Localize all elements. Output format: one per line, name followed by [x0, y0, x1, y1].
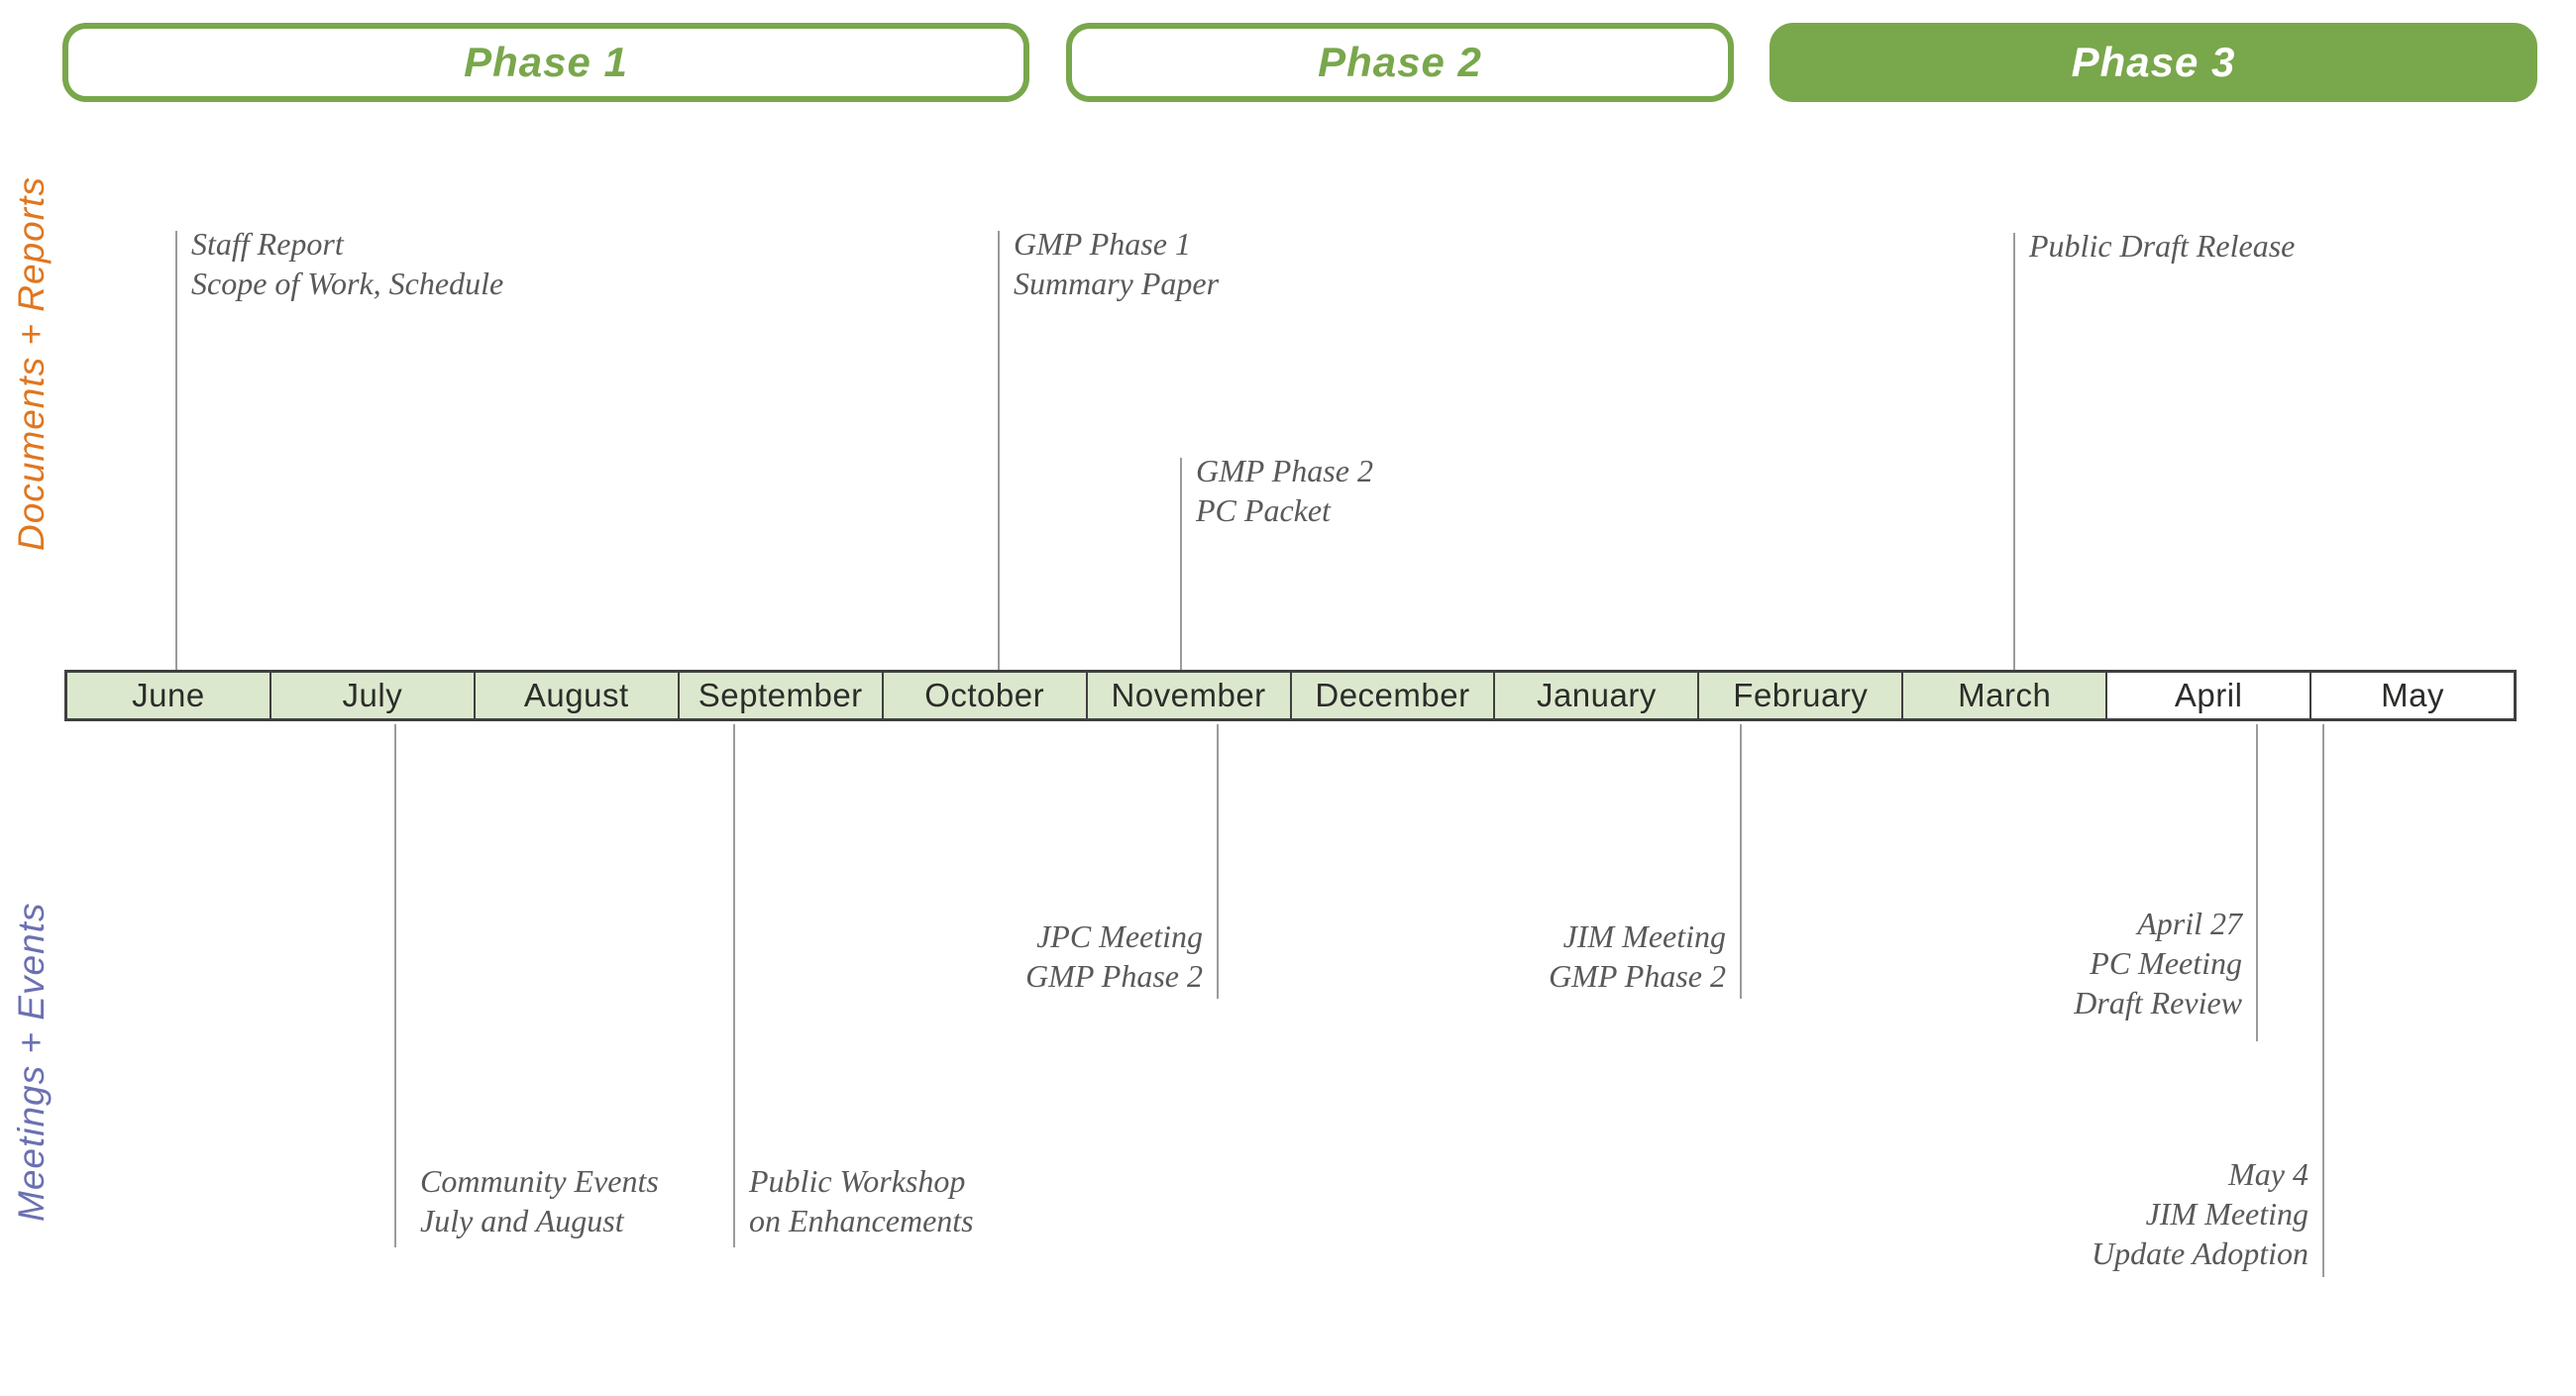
month-cell-june: June [67, 673, 271, 718]
event-line: Public Workshop [749, 1163, 966, 1199]
event-line: GMP Phase 2 [1196, 453, 1373, 488]
event-line: PC Meeting [2090, 945, 2242, 981]
doc-event-gmp-phase-1: GMP Phase 1 Summary Paper [1014, 224, 1219, 303]
event-line: Community Events [420, 1163, 659, 1199]
doc-event-public-draft-release: Public Draft Release [2029, 226, 2295, 266]
connector-community-events [394, 724, 396, 1247]
connector-gmp-phase-1 [998, 231, 1000, 670]
connector-may-4-jim-meeting [2322, 724, 2324, 1277]
month-cell-october: October [883, 673, 1088, 718]
event-line: July and August [420, 1203, 624, 1238]
event-line: May 4 [2228, 1156, 2308, 1192]
meeting-event-public-workshop: Public Workshop on Enhancements [749, 1161, 974, 1240]
meeting-event-jpc-meeting: JPC Meeting GMP Phase 2 [1025, 916, 1203, 996]
event-line: on Enhancements [749, 1203, 974, 1238]
meeting-event-may-4-jim-meeting: May 4 JIM Meeting Update Adoption [2092, 1154, 2308, 1273]
event-line: Update Adoption [2092, 1235, 2308, 1271]
event-line: JPC Meeting [1036, 918, 1203, 954]
event-line: Summary Paper [1014, 266, 1220, 301]
event-line: JIM Meeting [1562, 918, 1726, 954]
connector-april-27-pc-meeting [2256, 724, 2258, 1041]
event-line: Draft Review [2074, 985, 2242, 1020]
month-cell-august: August [475, 673, 680, 718]
connector-gmp-phase-2-packet [1180, 458, 1182, 670]
connector-jpc-meeting [1217, 724, 1219, 999]
connector-public-workshop [733, 724, 735, 1247]
doc-event-gmp-phase-2-pc-packet: GMP Phase 2 PC Packet [1196, 451, 1373, 530]
phase-1-banner: Phase 1 [62, 23, 1029, 102]
doc-event-staff-report: Staff Report Scope of Work, Schedule [191, 224, 503, 303]
month-cell-july: July [270, 673, 476, 718]
event-line: GMP Phase 2 [1025, 958, 1203, 994]
month-cell-may: May [2311, 673, 2515, 718]
month-bar: June July August September October Novem… [64, 670, 2517, 721]
meeting-event-april-27-pc-meeting: April 27 PC Meeting Draft Review [2074, 904, 2242, 1022]
event-line: JIM Meeting [2145, 1196, 2308, 1232]
month-cell-april: April [2107, 673, 2312, 718]
month-cell-december: December [1291, 673, 1496, 718]
month-cell-january: January [1495, 673, 1700, 718]
phase-2-banner: Phase 2 [1066, 23, 1734, 102]
event-line: April 27 [2137, 906, 2242, 941]
event-line: Public Draft Release [2029, 228, 2296, 264]
event-line: Staff Report [191, 226, 344, 262]
month-cell-september: September [679, 673, 884, 718]
meeting-event-jim-meeting: JIM Meeting GMP Phase 2 [1549, 916, 1726, 996]
event-line: GMP Phase 2 [1549, 958, 1726, 994]
meetings-events-lane-label: Meetings + Events [11, 902, 52, 1223]
connector-public-draft [2013, 233, 2015, 670]
month-cell-february: February [1699, 673, 1904, 718]
event-line: PC Packet [1196, 492, 1331, 528]
meeting-event-community-events: Community Events July and August [420, 1161, 659, 1240]
event-line: GMP Phase 1 [1014, 226, 1191, 262]
month-cell-november: November [1087, 673, 1292, 718]
month-cell-march: March [1903, 673, 2108, 718]
phase-3-banner: Phase 3 [1770, 23, 2537, 102]
connector-staff-report [175, 231, 177, 670]
documents-reports-lane-label: Documents + Reports [11, 176, 52, 552]
connector-jim-meeting [1740, 724, 1742, 999]
event-line: Scope of Work, Schedule [191, 266, 504, 301]
